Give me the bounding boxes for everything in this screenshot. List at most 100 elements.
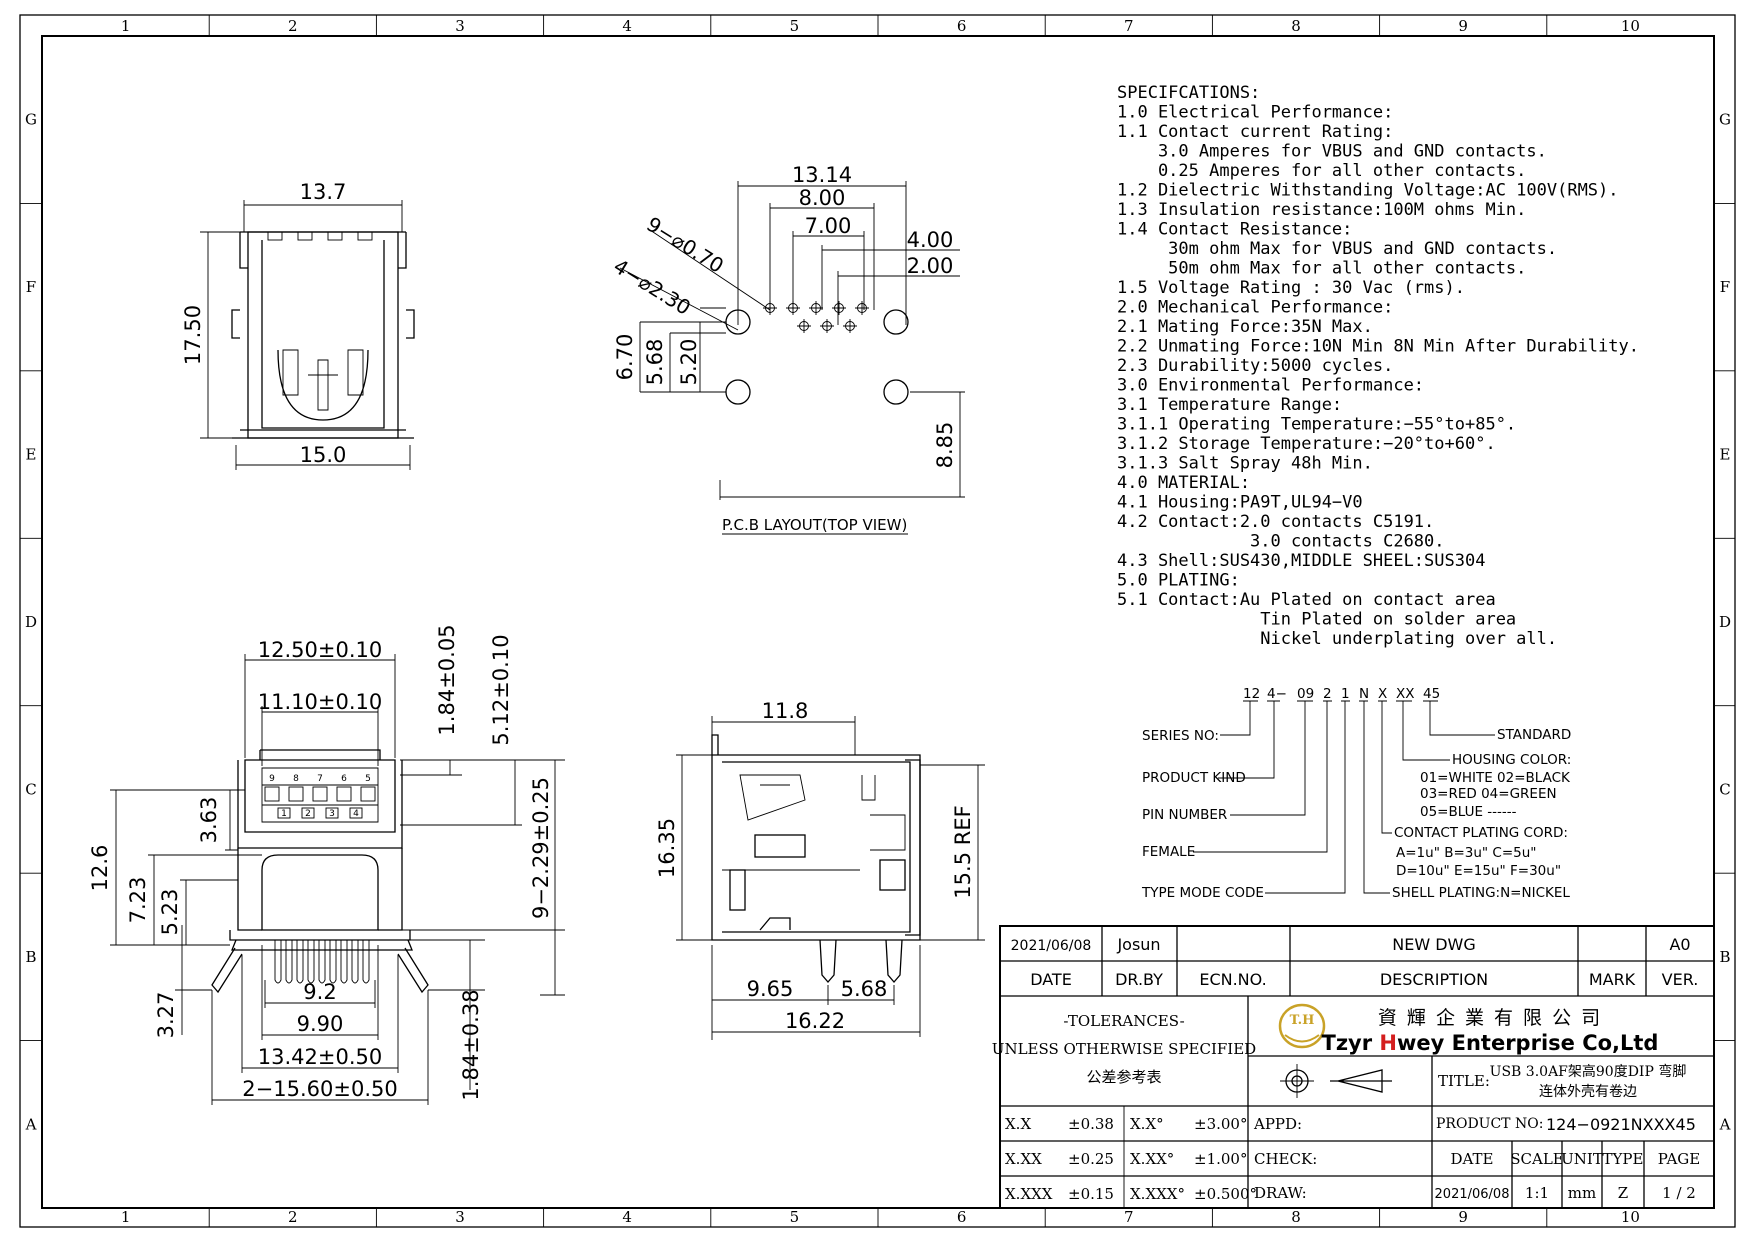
spec-line: 2.3 Durability:5000 cycles. [1117,356,1393,376]
grid-col-bottom: 1 [121,1208,131,1226]
code-seg-8: 45 [1423,686,1440,702]
val-date: 2021/06/08 [1435,1187,1510,1202]
fv-dim-b4: 2−15.60±0.50 [242,1077,397,1101]
grid-col-bottom: 6 [957,1208,967,1226]
hdr-date: DATE [1030,970,1072,989]
spec-line: 5.0 PLATING: [1117,571,1240,591]
top-view: 13.7 17.50 15.0 [181,180,415,470]
grid-row-left: B [25,948,36,966]
pcb-dim-v2: 5.68 [643,339,667,386]
spec-line: 1.4 Contact Resistance: [1117,220,1352,240]
val-type: Z [1618,1184,1628,1202]
spec-line: 5.1 Contact:Au Plated on contact area [1117,590,1496,610]
spec-line: 0.25 Amperes for all other contacts. [1117,161,1526,181]
svg-text:Tzyr Hwey Enterprise Co,Ltd: Tzyr Hwey Enterprise Co,Ltd [1322,1031,1659,1055]
company-logo: T.H [1278,1003,1326,1049]
grid-row-left: E [26,446,37,464]
company-name-h: H [1379,1031,1397,1055]
tol-title: -TOLERANCES- [1063,1012,1184,1030]
specifications: SPECIFCATIONS:1.0 Electrical Performance… [1117,83,1639,649]
code-label-type: TYPE MODE CODE [1141,885,1264,901]
grid-col-bottom: 4 [622,1208,632,1226]
code-seg-2: 09 [1297,686,1314,702]
spec-line: 4.1 Housing:PA9T,UL94−V0 [1117,493,1363,513]
col-type: TYPE [1603,1150,1644,1168]
hdr-desc: DESCRIPTION [1380,970,1488,989]
appd-label: APPD: [1253,1115,1302,1133]
grid-row-right: D [1719,613,1731,631]
grid-col-top: 3 [455,17,465,35]
val-unit: mm [1568,1184,1596,1202]
code-plating-2: D=10u" E=15u" F=30u" [1396,863,1561,879]
spec-line: 3.1 Temperature Range: [1117,395,1342,415]
fv-dim-b2: 9.90 [297,1012,344,1036]
pin-label-top: 9 [269,774,275,784]
spec-line: 4.2 Contact:2.0 contacts C5191. [1117,512,1434,532]
spec-line: 2.1 Mating Force:35N Max. [1117,317,1373,337]
rev-ver: A0 [1669,935,1690,954]
pin-label-bottom: 2 [305,809,311,819]
company-name-pre: Tzyr [1322,1031,1380,1055]
grid-col-bottom: 2 [288,1208,298,1226]
spec-line: 4.3 Shell:SUS430,MIDDLE SHEEL:SUS304 [1117,551,1485,571]
pin-label-top: 7 [317,774,323,784]
outer-frame [19,14,1736,1228]
grid-row-left: G [25,111,37,129]
grid-row-left: A [25,1115,37,1133]
dim-width-top: 13.7 [300,180,347,204]
pcb-dim-1: 13.14 [792,163,852,187]
grid-col-top: 7 [1124,17,1134,35]
spec-line: 3.0 contacts C2680. [1117,532,1445,552]
spec-line: SPECIFCATIONS: [1117,83,1260,103]
grid-row-right: E [1720,446,1731,464]
col-unit: UNIT [1561,1150,1603,1168]
code-seg-7: XX [1396,686,1415,702]
product-no: 124−0921NXXX45 [1546,1115,1696,1134]
code-seg-5: N [1359,686,1369,702]
hdr-ecn: ECN.NO. [1199,970,1266,989]
tolerance-cell: X.XXX [1005,1185,1053,1203]
code-seg-4: 1 [1341,686,1350,702]
grid-col-bottom: 9 [1458,1208,1468,1226]
fv-dim-w2: 11.10±0.10 [258,690,382,714]
draw-label: DRAW: [1254,1184,1307,1202]
tolerance-cell: ±1.00° [1194,1150,1247,1168]
grid-row-right: B [1719,948,1730,966]
fv-dim-h3: 9−2.29±0.25 [529,777,553,919]
grid-col-bottom: 3 [455,1208,465,1226]
grid-row-right: G [1719,111,1731,129]
pcb-dim-4: 4.00 [907,228,954,252]
code-housing-2: 03=RED 04=GREEN [1420,786,1557,802]
code-label-female: FEMALE [1142,844,1195,860]
grid-col-bottom: 8 [1291,1208,1301,1226]
code-label-housing: HOUSING COLOR: [1452,752,1571,768]
pcb-dim-v3: 5.20 [677,339,701,386]
side-view: 11.8 16.35 15.5 REF 9.65 5.68 16.22 [655,699,985,1040]
fv-dim-b5: 3.27 [154,992,178,1039]
title-label: TITLE: [1438,1072,1490,1090]
pin-label-bottom: 1 [281,809,287,819]
pcb-title: P.C.B LAYOUT(TOP VIEW) [722,516,907,534]
spec-line: 50m ohm Max for all other contacts. [1117,259,1526,279]
tolerance-cell: X.XX° [1130,1150,1174,1168]
fv-dim-b3: 13.42±0.50 [258,1045,382,1069]
tol-cn: 公差参考表 [1086,1068,1161,1086]
fv-dim-b6: 1.84±0.38 [459,989,483,1100]
product-no-label: PRODUCT NO: [1436,1116,1543,1132]
code-label-series: SERIES NO: [1142,728,1219,744]
spec-line: Tin Plated on solder area [1117,610,1516,630]
spec-line: 1.1 Contact current Rating: [1117,122,1393,142]
sv-dim-ref: 15.5 REF [951,805,975,898]
tolerance-cell: ±0.500° [1194,1185,1257,1203]
spec-line: 3.1.1 Operating Temperature:−55°to+85°. [1117,415,1516,435]
fv-dim-h5: 12.6 [88,845,112,892]
grid-row-left: C [25,780,36,798]
hdr-mark: MARK [1589,970,1636,989]
pcb-dim-3: 7.00 [805,214,852,238]
sv-dim-b2: 5.68 [841,977,888,1001]
code-seg-3: 2 [1323,686,1332,702]
pcb-hole-small: 9−⌀0.70 [642,212,728,278]
tolerance-cell: ±0.25 [1068,1150,1114,1168]
fv-dim-h4: 3.63 [197,797,221,844]
